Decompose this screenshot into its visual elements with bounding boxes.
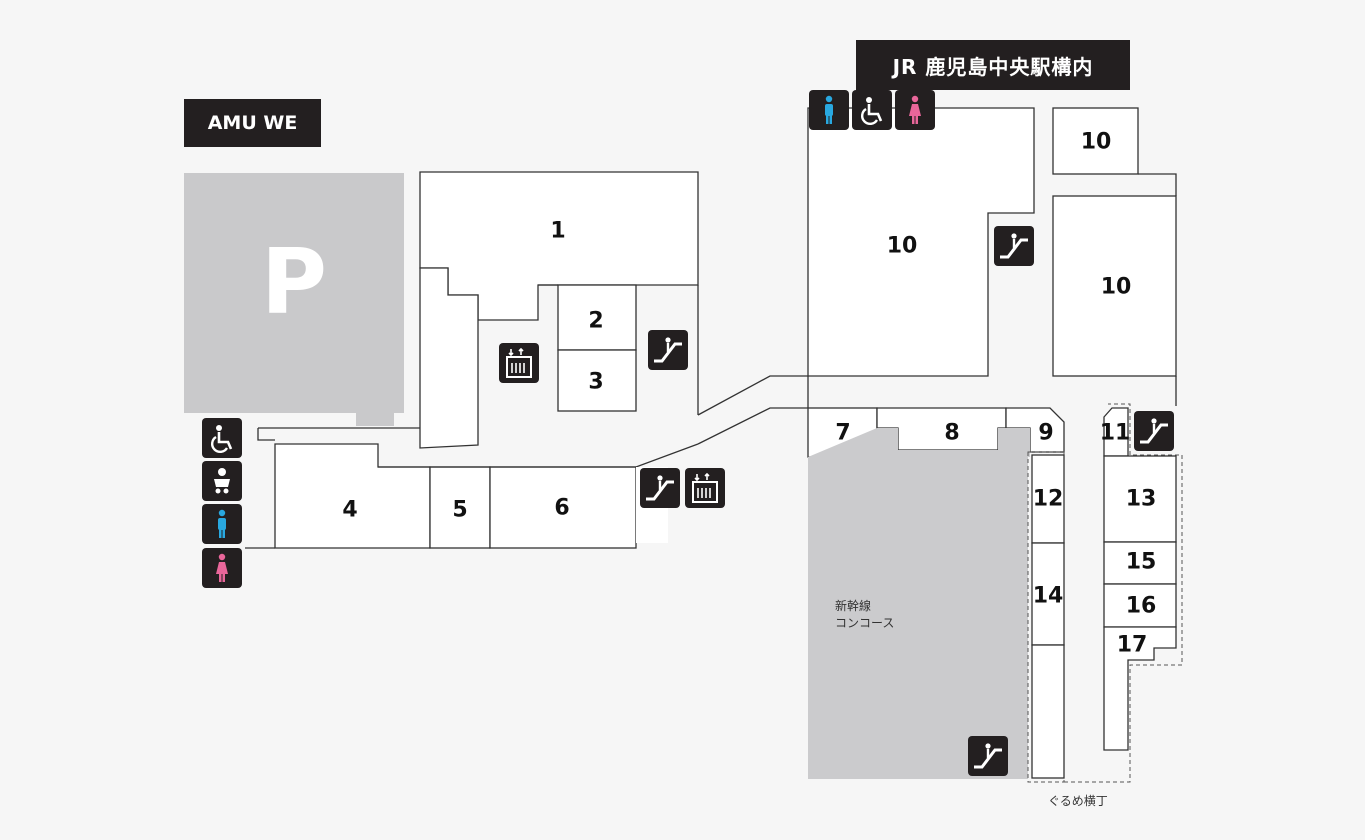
- shop-2-outline: [557, 284, 637, 351]
- female-restroom-icon: [202, 548, 242, 588]
- gurume-boundary-2: [1064, 403, 1183, 783]
- shop-2[interactable]: 2: [588, 308, 604, 334]
- shop-13[interactable]: 13: [1125, 486, 1157, 512]
- shop-14-outline: [1031, 542, 1065, 646]
- column-block: [419, 267, 479, 449]
- bridge-top: [697, 375, 808, 416]
- shop-8[interactable]: 8: [944, 420, 960, 446]
- parking-area: [184, 173, 404, 413]
- bridge-bottom: [697, 407, 808, 445]
- shop-6[interactable]: 6: [554, 495, 570, 521]
- shop-14[interactable]: 14: [1032, 583, 1064, 609]
- shop-12[interactable]: 12: [1032, 486, 1064, 512]
- shinkansen-label-2: コンコース: [835, 616, 895, 630]
- jr-block-10-small: [1052, 107, 1139, 175]
- shop-11-outline: [1103, 407, 1129, 457]
- shop-17[interactable]: 17: [1116, 632, 1148, 658]
- male-restroom-icon: [202, 504, 242, 544]
- concourse-notch: [808, 428, 1030, 457]
- shop-17-outline: [1103, 626, 1177, 751]
- female-restroom-icon: [895, 90, 935, 130]
- escalator-icon: [640, 468, 680, 508]
- shop-4-outline: [274, 443, 431, 549]
- amu-we-label: AMU WE: [184, 99, 321, 147]
- jr-block-10-right: [1052, 195, 1177, 377]
- baby-room-icon: [202, 461, 242, 501]
- elevator-icon: [499, 343, 539, 383]
- shinkansen-label-1: 新幹線: [835, 599, 872, 613]
- shop-10-main[interactable]: 10: [886, 233, 918, 259]
- shop-10-right[interactable]: 10: [1100, 274, 1132, 300]
- shop-13-outline: [1103, 455, 1177, 543]
- shop-15[interactable]: 15: [1125, 549, 1157, 575]
- gurume-label: ぐるめ横丁: [1048, 794, 1108, 808]
- male-restroom-icon: [809, 90, 849, 130]
- wheelchair-icon: [202, 418, 242, 458]
- escalator-icon: [1134, 411, 1174, 451]
- shop-1[interactable]: 1: [550, 218, 566, 244]
- shop-3[interactable]: 3: [588, 369, 604, 395]
- shop-5[interactable]: 5: [452, 497, 468, 523]
- escalator-icon: [648, 330, 688, 370]
- shop-16-outline: [1103, 583, 1177, 628]
- jr-right-wall: [1138, 173, 1177, 406]
- escalator-icon: [968, 736, 1008, 776]
- shop-10-small[interactable]: 10: [1080, 129, 1112, 155]
- left-corridor: [257, 427, 420, 441]
- shop-16[interactable]: 16: [1125, 593, 1157, 619]
- shinkansen-concourse: [808, 457, 1028, 779]
- elevator-icon: [685, 468, 725, 508]
- shop-7[interactable]: 7: [835, 420, 851, 446]
- column-lower: [1031, 644, 1065, 779]
- shop-6-outline: [489, 466, 637, 549]
- parking-strip: [356, 413, 394, 426]
- parking-letter: P: [261, 230, 327, 335]
- shop-9[interactable]: 9: [1038, 420, 1054, 446]
- shop-3-outline: [557, 349, 637, 412]
- shop-15-outline: [1103, 541, 1177, 585]
- jr-station-label: JR 鹿児島中央駅構内: [856, 40, 1130, 90]
- escalator-icon: [994, 226, 1034, 266]
- wheelchair-icon: [852, 90, 892, 130]
- shop-11[interactable]: 11: [1099, 420, 1131, 446]
- shop-4[interactable]: 4: [342, 497, 358, 523]
